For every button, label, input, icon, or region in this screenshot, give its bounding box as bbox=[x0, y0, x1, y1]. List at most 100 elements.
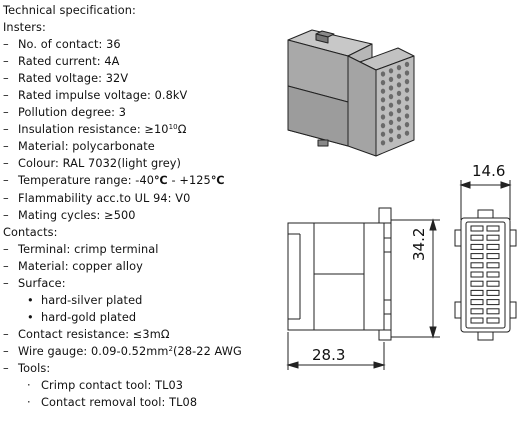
spec-item: –No. of contact: 36 bbox=[3, 36, 303, 53]
celsius-unit: ℃ bbox=[210, 174, 225, 188]
contact-hole bbox=[380, 114, 386, 120]
spec-item: –Colour: RAL 7032(light grey) bbox=[3, 155, 303, 172]
surface-heading: Surface: bbox=[18, 276, 66, 290]
contact-hole bbox=[404, 122, 410, 128]
contact-slot bbox=[470, 243, 484, 250]
contact-slot bbox=[486, 243, 500, 250]
contact-hole bbox=[396, 82, 402, 88]
spec-item-text: Flammability acc.to UL 94: V0 bbox=[18, 191, 191, 205]
spec-item-text: Colour: RAL 7032(light grey) bbox=[18, 157, 182, 171]
wire-gauge-suffix: (28-22 AWG bbox=[173, 344, 242, 358]
spec-item-text: Rated voltage: 32V bbox=[18, 72, 129, 86]
spec-item-text: Rated impulse voltage: 0.8kV bbox=[18, 89, 188, 103]
surface-item: •hard-gold plated bbox=[3, 309, 303, 326]
celsius-unit: ℃ bbox=[154, 174, 168, 188]
contact-slot bbox=[486, 234, 500, 241]
inserts-heading: Insters: bbox=[3, 21, 46, 35]
width-dimension: 14.6 bbox=[472, 162, 505, 180]
contact-slot bbox=[470, 289, 484, 296]
surface-item-text: hard-gold plated bbox=[41, 310, 137, 324]
contact-hole bbox=[388, 68, 394, 74]
spec-item-text: No. of contact: 36 bbox=[18, 38, 121, 52]
side-view bbox=[286, 207, 440, 370]
contact-hole bbox=[380, 123, 386, 129]
dash-bullet: – bbox=[3, 174, 9, 188]
contact-hole bbox=[396, 65, 402, 71]
dot-bullet: · bbox=[27, 379, 31, 393]
contact-hole bbox=[380, 80, 386, 86]
wire-gauge-text: Wire gauge: 0.09-0.52mm bbox=[18, 344, 169, 358]
tool-item: ·Contact removal tool: TL08 bbox=[3, 394, 303, 411]
spec-item: –Rated voltage: 32V bbox=[3, 70, 303, 87]
spec-item: –Material: copper alloy bbox=[3, 258, 303, 275]
contact-slot bbox=[470, 280, 484, 287]
spec-item-text: Material: polycarbonate bbox=[18, 140, 155, 154]
spec-item: –Rated impulse voltage: 0.8kV bbox=[3, 87, 303, 104]
dash-bullet: – bbox=[3, 157, 9, 171]
dash-bullet: – bbox=[3, 327, 9, 341]
contact-slot bbox=[486, 225, 500, 232]
contact-slot bbox=[470, 225, 484, 232]
spec-item-insulation: –Insulation resistance: ≥1010Ω bbox=[3, 121, 303, 138]
dot-bullet: · bbox=[27, 396, 31, 410]
dash-bullet: – bbox=[3, 140, 9, 154]
spec-item: –Flammability acc.to UL 94: V0 bbox=[3, 190, 303, 207]
spec-item-wire-gauge: –Wire gauge: 0.09-0.52mm2(28-22 AWG bbox=[3, 343, 303, 360]
contact-slot bbox=[470, 317, 484, 324]
spec-item: –Pollution degree: 3 bbox=[3, 104, 303, 121]
contact-slot bbox=[486, 299, 500, 306]
contact-hole bbox=[380, 105, 386, 111]
contact-hole bbox=[388, 137, 394, 143]
contact-hole bbox=[380, 88, 386, 94]
contact-hole bbox=[388, 94, 394, 100]
spec-item-temperature: –Temperature range: -40℃ - +125℃ bbox=[3, 172, 303, 189]
contact-hole bbox=[396, 90, 402, 96]
spec-item-text: Contact resistance: ≤3mΩ bbox=[18, 327, 170, 341]
surface-item-text: hard-silver plated bbox=[41, 293, 143, 307]
contact-hole bbox=[380, 140, 386, 146]
contact-slot bbox=[486, 262, 500, 269]
contact-hole bbox=[380, 97, 386, 103]
contact-hole bbox=[396, 125, 402, 131]
tool-item: · Crimp contact tool: TL03 bbox=[3, 377, 303, 394]
length-dimension: 28.3 bbox=[312, 346, 345, 364]
contact-hole bbox=[396, 108, 402, 114]
spec-item: –Tools: bbox=[3, 360, 303, 377]
contact-hole bbox=[404, 79, 410, 85]
contact-hole bbox=[388, 119, 394, 125]
contact-hole bbox=[388, 76, 394, 82]
contact-hole bbox=[404, 87, 410, 93]
contact-hole bbox=[396, 133, 402, 139]
contact-slot bbox=[470, 299, 484, 306]
dash-bullet: – bbox=[3, 276, 9, 290]
contact-hole bbox=[380, 131, 386, 137]
spec-item: –Contact resistance: ≤3mΩ bbox=[3, 326, 303, 343]
dash-bullet: – bbox=[3, 242, 9, 256]
technical-specification: Technical specification: Insters: –No. o… bbox=[3, 2, 303, 411]
contact-hole bbox=[388, 111, 394, 117]
contact-hole bbox=[404, 113, 410, 119]
dash-bullet: – bbox=[3, 361, 9, 375]
dash-bullet: – bbox=[3, 208, 9, 222]
spec-item-text: Pollution degree: 3 bbox=[18, 106, 127, 120]
contact-slot bbox=[486, 317, 500, 324]
spec-item: –Terminal: crimp terminal bbox=[3, 241, 303, 258]
dash-bullet: – bbox=[3, 123, 9, 137]
dash-bullet: – bbox=[3, 38, 9, 52]
contact-slot bbox=[486, 280, 500, 287]
contacts-heading: Contacts: bbox=[3, 225, 58, 239]
height-dimension: 34.2 bbox=[410, 228, 428, 261]
contact-slot bbox=[486, 253, 500, 260]
tools-heading: Tools: bbox=[18, 361, 51, 375]
spec-item: –Rated current: 4A bbox=[3, 53, 303, 70]
contact-hole bbox=[380, 71, 386, 77]
dash-bullet: – bbox=[3, 191, 9, 205]
contact-hole bbox=[396, 116, 402, 122]
dash-bullet: – bbox=[3, 344, 9, 358]
spec-item: –Surface: bbox=[3, 275, 303, 292]
tool-item-text: Crimp contact tool: TL03 bbox=[41, 379, 184, 393]
front-view bbox=[454, 180, 517, 341]
contact-hole bbox=[404, 104, 410, 110]
temperature-text: Temperature range: -40 bbox=[18, 174, 155, 188]
dot-bullet: • bbox=[27, 293, 34, 307]
